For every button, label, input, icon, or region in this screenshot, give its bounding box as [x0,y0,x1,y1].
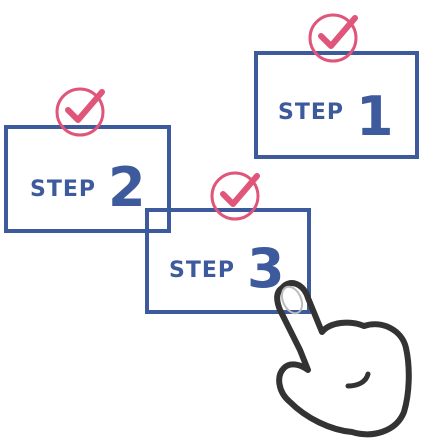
step-2-card[interactable]: STEP 2 [4,125,171,233]
step-2-check-icon [55,87,105,137]
step-1-card[interactable]: STEP 1 [254,51,419,159]
step-2-number: 2 [108,156,146,219]
step-2-label: STEP [30,177,97,202]
step-1-number: 1 [356,85,394,148]
step-3-check-icon [210,171,260,221]
step-3-card[interactable]: STEP 3 [145,208,311,314]
step-3-number: 3 [247,237,285,300]
step-1-check-icon [308,13,358,63]
pointing-hand-icon [274,280,412,438]
step-1-label: STEP [278,100,345,125]
step-3-label: STEP [169,258,236,283]
